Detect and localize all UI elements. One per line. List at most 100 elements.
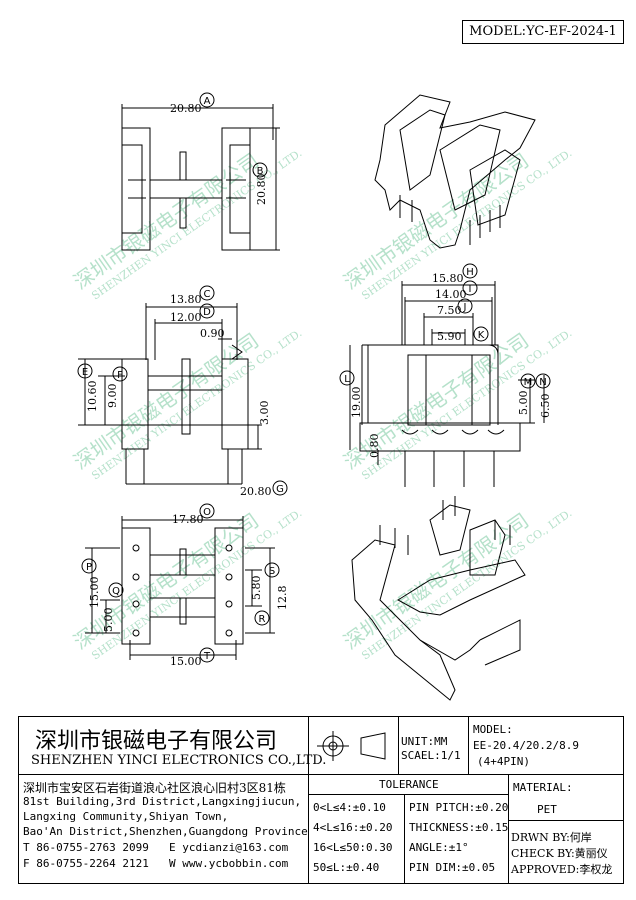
svg-text:M: M [524, 377, 533, 388]
fax: F 86-0755-2264 2121 [23, 857, 149, 870]
reference-circles [77, 92, 551, 663]
svg-text:20.80: 20.80 [170, 102, 202, 115]
svg-text:SHENZHEN YINCI ELECTRONICS CO.: SHENZHEN YINCI ELECTRONICS CO., LTD. [359, 146, 574, 302]
tolerance-row: 50≤L:±0.40 [313, 861, 380, 874]
svg-text:F: F [117, 370, 123, 381]
company-name-cell: 深圳市银磁电子有限公司 SHENZHEN YINCI ELECTRONICS C… [19, 717, 326, 775]
tolerance-row: THICKNESS:±0.15 [409, 821, 509, 834]
svg-text:SHENZHEN YINCI ELECTRONICS CO.: SHENZHEN YINCI ELECTRONICS CO., LTD. [359, 506, 574, 662]
tolerance-row: PIN DIM:±0.05 [409, 861, 496, 874]
svg-text:12.00: 12.00 [170, 311, 202, 324]
svg-text:5.00: 5.00 [517, 391, 530, 416]
svg-text:R: R [259, 614, 266, 625]
model-number: MODEL:YC-EF-2024-1 [462, 20, 624, 44]
svg-text:5.90: 5.90 [437, 330, 462, 343]
tolerance-row: 16<L≤50:0.30 [313, 841, 393, 854]
approved-by: APPROVED:李权龙 [511, 863, 613, 876]
svg-text:深圳市银磁电子有限公司: 深圳市银磁电子有限公司 [69, 148, 263, 294]
svg-text:A: A [204, 96, 211, 107]
svg-text:14.00: 14.00 [435, 288, 467, 301]
address-en-line: Bao'An District,Shenzhen,Guangdong Provi… [23, 825, 308, 838]
front-view [78, 303, 262, 485]
company-name-cn: 深圳市银磁电子有限公司 [35, 729, 278, 754]
model-title: MODEL: [473, 723, 513, 736]
iso-view-top [374, 94, 536, 249]
svg-text:3.00: 3.00 [258, 401, 271, 426]
svg-text:G: G [276, 484, 284, 495]
material-value: PET [537, 803, 557, 816]
svg-text:13.80: 13.80 [170, 293, 202, 306]
svg-text:T: T [203, 651, 211, 662]
svg-text:C: C [204, 289, 211, 300]
svg-text:E: E [82, 367, 88, 378]
website: W www.ycbobbin.com [169, 857, 289, 870]
svg-text:N: N [539, 377, 546, 388]
svg-text:19.00: 19.00 [350, 387, 363, 419]
address-en-line: 81st Building,3rd District,Langxingjiucu… [23, 795, 302, 808]
tolerance-title: TOLERANCE [379, 778, 439, 791]
svg-text:B: B [257, 166, 264, 177]
svg-text:P: P [86, 562, 92, 573]
svg-text:12.8: 12.8 [276, 586, 289, 611]
tolerance-other-cell: PIN PITCH:±0.20 THICKNESS:±0.15 ANGLE:±1… [405, 795, 509, 883]
unit: UNIT:MM [401, 735, 448, 748]
checked-by: CHECK BY:黄丽仪 [511, 847, 608, 860]
dimension-labels: 20.80 20.80 13.80 12.00 0.90 10.60 9.00 … [86, 102, 552, 668]
model-cell: MODEL: EE-20.4/20.2/8.9 (4+4PIN) [469, 717, 623, 775]
svg-text:15.00: 15.00 [88, 577, 101, 609]
svg-text:5.00: 5.00 [102, 608, 115, 633]
tolerance-title-cell: TOLERANCE [309, 775, 509, 795]
svg-text:20.80: 20.80 [240, 485, 272, 498]
svg-text:S: S [269, 566, 275, 577]
tolerance-row: ANGLE:±1° [409, 841, 469, 854]
drawn-by: DRWN BY:何岸 [511, 831, 592, 844]
svg-text:O: O [203, 507, 211, 518]
projection-symbol [309, 717, 399, 775]
svg-text:7.50: 7.50 [437, 304, 462, 317]
tolerance-row: 0<L≤4:±0.10 [313, 801, 386, 814]
svg-text:H: H [466, 267, 474, 278]
svg-text:15.80: 15.80 [432, 272, 464, 285]
svg-text:17.80: 17.80 [172, 513, 204, 526]
address-cn: 深圳市宝安区石岩街道浪心社区浪心旧村3区81栋 [23, 781, 286, 795]
svg-text:I: I [469, 284, 472, 295]
approval-cell: DRWN BY:何岸 CHECK BY:黄丽仪 APPROVED:李权龙 [509, 821, 623, 883]
reference-letters: A B C D E F G H I J K L M N O P Q R S T [82, 96, 547, 662]
watermark: 深圳市银磁电子有限公司 SHENZHEN YINCI ELECTRONICS C… [69, 146, 574, 662]
svg-text:5.80: 5.80 [250, 576, 263, 601]
svg-text:Q: Q [112, 586, 120, 597]
svg-text:L: L [344, 374, 350, 385]
svg-text:K: K [478, 330, 485, 341]
svg-text:20.80: 20.80 [255, 174, 268, 206]
svg-text:深圳市银磁电子有限公司: 深圳市银磁电子有限公司 [339, 508, 533, 654]
svg-text:9.00: 9.00 [106, 384, 119, 409]
svg-text:D: D [203, 307, 211, 318]
material-cell: MATERIAL: PET [509, 775, 623, 821]
scale: SCAEL:1/1 [401, 749, 461, 762]
address-cell: 深圳市宝安区石岩街道浪心社区浪心旧村3区81栋 81st Building,3r… [19, 775, 309, 883]
tolerance-row: PIN PITCH:±0.20 [409, 801, 509, 814]
pin-holes [132, 544, 233, 637]
tolerance-length-cell: 0<L≤4:±0.10 4<L≤16:±0.20 16<L≤50:0.30 50… [309, 795, 405, 883]
telephone: T 86-0755-2763 2099 [23, 841, 149, 854]
tolerance-row: 4<L≤16:±0.20 [313, 821, 393, 834]
svg-text:10.60: 10.60 [86, 381, 99, 413]
svg-text:6.50: 6.50 [539, 394, 552, 419]
company-name-en: SHENZHEN YINCI ELECTRONICS CO.,LTD. [31, 753, 327, 768]
model-pins: (4+4PIN) [477, 755, 530, 768]
material-title: MATERIAL: [513, 781, 573, 794]
iso-view-bottom [351, 496, 526, 701]
model-value: EE-20.4/20.2/8.9 [473, 739, 579, 752]
svg-text:J: J [463, 302, 467, 313]
svg-text:0.90: 0.90 [200, 327, 225, 340]
top-view [121, 104, 280, 251]
unit-scale-cell: UNIT:MM SCAEL:1/1 [399, 717, 469, 775]
svg-text:0.80: 0.80 [368, 434, 381, 459]
address-en-line: Langxing Community,Shiyan Town, [23, 810, 229, 823]
svg-text:15.00: 15.00 [170, 655, 202, 668]
bottom-view [85, 516, 275, 660]
email: E ycdianzi@163.com [169, 841, 289, 854]
title-block: 深圳市银磁电子有限公司 SHENZHEN YINCI ELECTRONICS C… [18, 716, 624, 884]
